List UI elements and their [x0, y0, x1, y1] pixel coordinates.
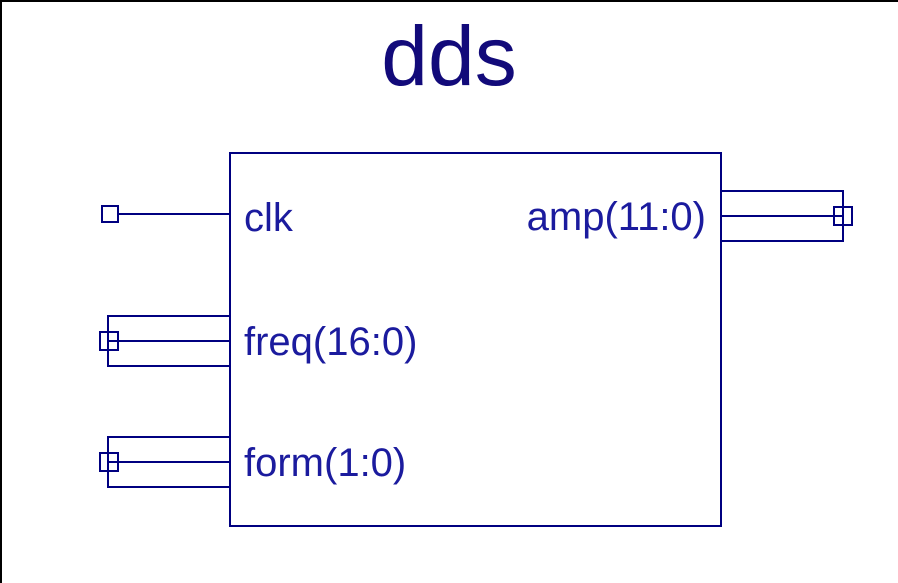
page-frame-top-border — [0, 0, 898, 2]
port-pin-clk[interactable] — [101, 205, 119, 223]
port-label-amp: amp(11:0) — [526, 195, 706, 239]
port-pin-form[interactable] — [99, 452, 119, 472]
port-pin-amp[interactable] — [833, 206, 853, 226]
port-pin-freq[interactable] — [99, 331, 119, 351]
page-frame-left-border — [0, 0, 2, 583]
port-label-form: form(1:0) — [244, 441, 407, 485]
module-title: dds — [381, 9, 517, 103]
port-label-clk: clk — [244, 196, 293, 240]
port-label-freq: freq(16:0) — [244, 320, 418, 364]
